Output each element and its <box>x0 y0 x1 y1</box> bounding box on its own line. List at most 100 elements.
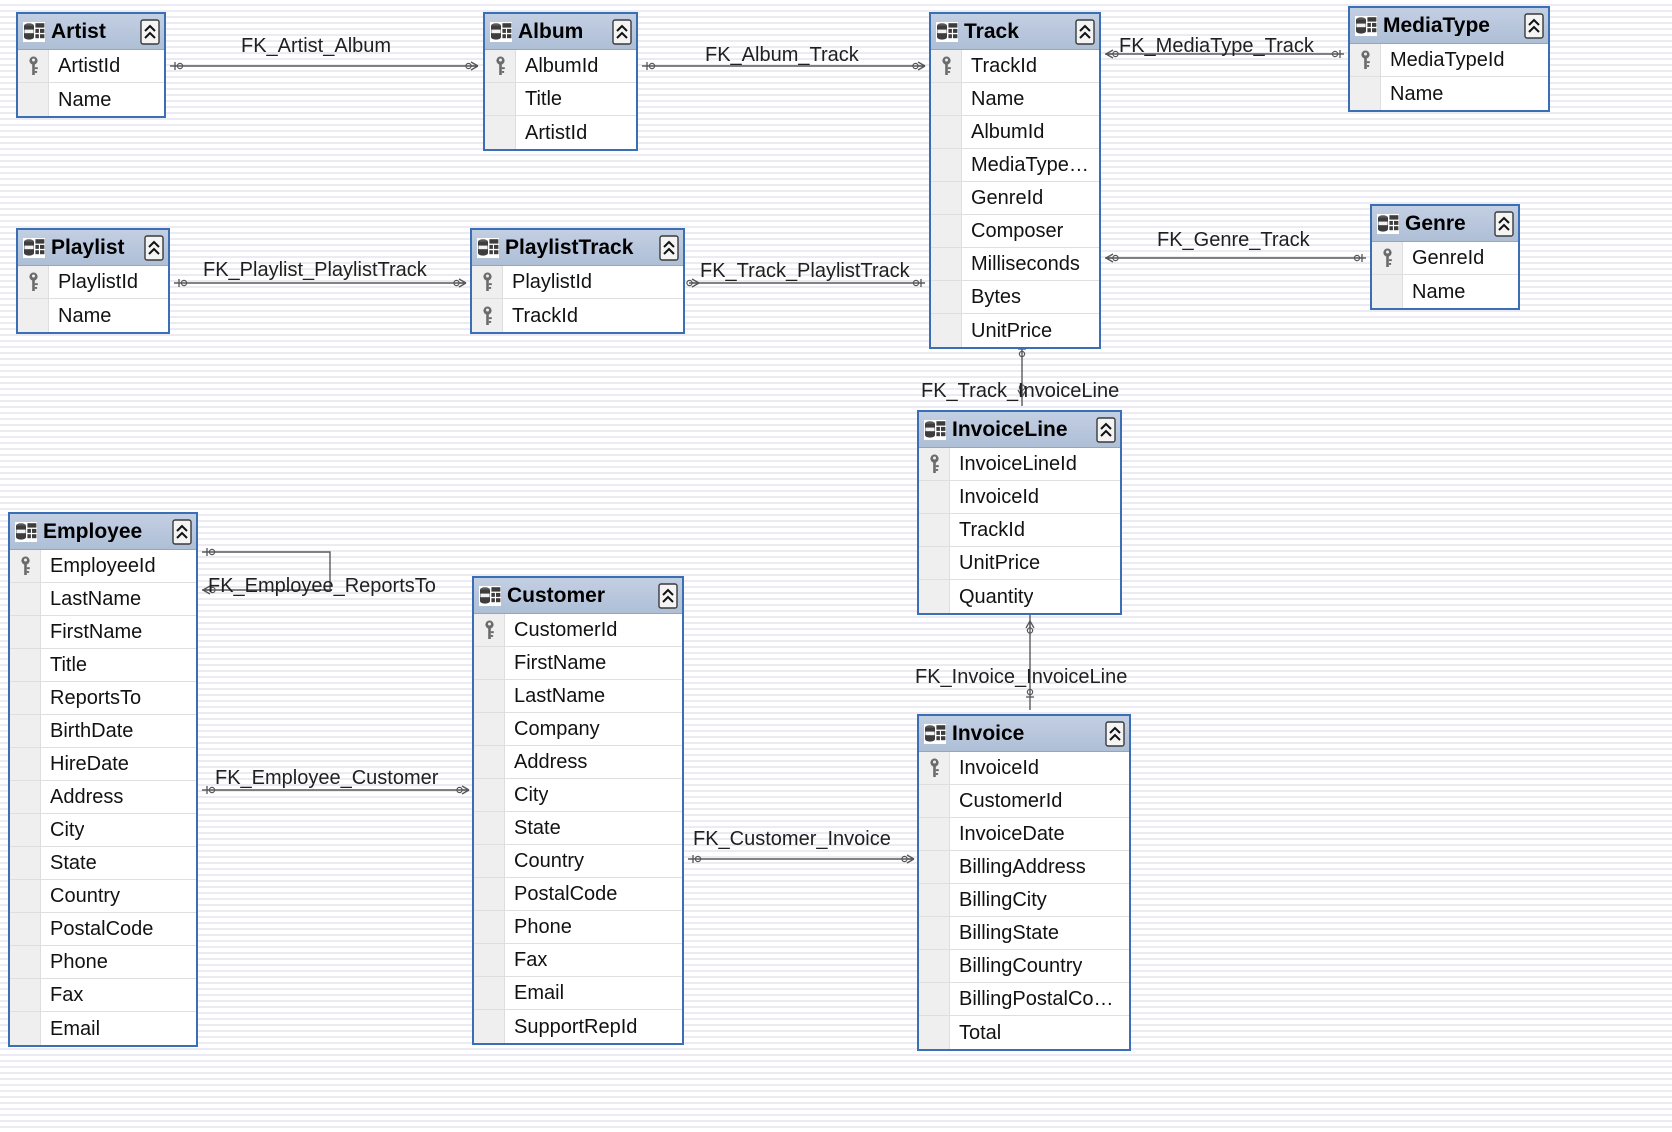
collapse-chevrons-icon[interactable] <box>136 18 160 45</box>
field-row[interactable]: Address <box>474 746 682 779</box>
field-row[interactable]: Name <box>931 83 1099 116</box>
field-row[interactable]: GenreId <box>1372 242 1518 275</box>
field-row[interactable]: PlaylistId <box>18 266 168 299</box>
field-row[interactable]: Bytes <box>931 281 1099 314</box>
field-row[interactable]: InvoiceLineId <box>919 448 1120 481</box>
entity-header-mediatype[interactable]: MediaType <box>1350 8 1548 44</box>
field-row[interactable]: State <box>10 847 196 880</box>
field-row[interactable]: PostalCode <box>474 878 682 911</box>
entity-table-playlisttrack[interactable]: PlaylistTrack PlaylistId TrackId <box>470 228 685 334</box>
field-row[interactable]: CustomerId <box>474 614 682 647</box>
field-row[interactable]: LastName <box>474 680 682 713</box>
field-row[interactable]: Title <box>485 83 636 116</box>
collapse-chevrons-icon[interactable] <box>1490 210 1514 237</box>
field-row[interactable]: UnitPrice <box>931 314 1099 347</box>
field-row[interactable]: SupportRepId <box>474 1010 682 1043</box>
collapse-chevrons-icon[interactable] <box>1071 18 1095 45</box>
field-row[interactable]: Fax <box>474 944 682 977</box>
entity-header-employee[interactable]: Employee <box>10 514 196 550</box>
field-row[interactable]: CustomerId <box>919 785 1129 818</box>
field-row[interactable]: BillingState <box>919 917 1129 950</box>
field-row[interactable]: Email <box>474 977 682 1010</box>
entity-header-customer[interactable]: Customer <box>474 578 682 614</box>
field-row[interactable]: PlaylistId <box>472 266 683 299</box>
field-row[interactable]: BillingPostalCo… <box>919 983 1129 1016</box>
field-row[interactable]: AlbumId <box>931 116 1099 149</box>
field-row[interactable]: BillingCountry <box>919 950 1129 983</box>
field-row[interactable]: Email <box>10 1012 196 1045</box>
field-row[interactable]: TrackId <box>931 50 1099 83</box>
collapse-chevrons-icon[interactable] <box>654 582 678 609</box>
field-row[interactable]: MediaTypeId <box>1350 44 1548 77</box>
field-row[interactable]: TrackId <box>919 514 1120 547</box>
field-row[interactable]: LastName <box>10 583 196 616</box>
field-row[interactable]: City <box>10 814 196 847</box>
field-row[interactable]: FirstName <box>474 647 682 680</box>
field-gutter <box>931 314 962 347</box>
field-row[interactable]: City <box>474 779 682 812</box>
field-row[interactable]: Name <box>1372 275 1518 308</box>
collapse-chevrons-icon[interactable] <box>608 18 632 45</box>
field-row[interactable]: ArtistId <box>18 50 164 83</box>
field-row[interactable]: UnitPrice <box>919 547 1120 580</box>
field-row[interactable]: Fax <box>10 979 196 1012</box>
entity-header-invoice[interactable]: Invoice <box>919 716 1129 752</box>
entity-header-playlist[interactable]: Playlist <box>18 230 168 266</box>
field-row[interactable]: BillingCity <box>919 884 1129 917</box>
field-row[interactable]: AlbumId <box>485 50 636 83</box>
field-row[interactable]: ReportsTo <box>10 682 196 715</box>
entity-header-genre[interactable]: Genre <box>1372 206 1518 242</box>
field-row[interactable]: Phone <box>10 946 196 979</box>
field-row[interactable]: State <box>474 812 682 845</box>
field-row[interactable]: Address <box>10 781 196 814</box>
field-row[interactable]: Name <box>18 83 164 116</box>
field-row[interactable]: EmployeeId <box>10 550 196 583</box>
field-row[interactable]: FirstName <box>10 616 196 649</box>
collapse-chevrons-icon[interactable] <box>1092 416 1116 443</box>
field-row[interactable]: Quantity <box>919 580 1120 613</box>
field-row[interactable]: PostalCode <box>10 913 196 946</box>
field-row[interactable]: Total <box>919 1016 1129 1049</box>
field-row[interactable]: GenreId <box>931 182 1099 215</box>
entity-header-album[interactable]: Album <box>485 14 636 50</box>
field-row[interactable]: Company <box>474 713 682 746</box>
field-row[interactable]: TrackId <box>472 299 683 332</box>
field-row[interactable]: HireDate <box>10 748 196 781</box>
collapse-chevrons-icon[interactable] <box>140 234 164 261</box>
field-row[interactable]: Milliseconds <box>931 248 1099 281</box>
field-row[interactable]: Name <box>18 299 168 332</box>
field-row[interactable]: BirthDate <box>10 715 196 748</box>
collapse-chevrons-icon[interactable] <box>1520 12 1544 39</box>
field-row[interactable]: MediaType… <box>931 149 1099 182</box>
field-row[interactable]: Composer <box>931 215 1099 248</box>
entity-header-playlisttrack[interactable]: PlaylistTrack <box>472 230 683 266</box>
entity-header-invoiceline[interactable]: InvoiceLine <box>919 412 1120 448</box>
field-row[interactable]: Name <box>1350 77 1548 110</box>
entity-header-track[interactable]: Track <box>931 14 1099 50</box>
collapse-chevrons-icon[interactable] <box>1101 720 1125 747</box>
field-row[interactable]: Phone <box>474 911 682 944</box>
field-row[interactable]: ArtistId <box>485 116 636 149</box>
entity-header-artist[interactable]: Artist <box>18 14 164 50</box>
field-row[interactable]: InvoiceId <box>919 481 1120 514</box>
field-row[interactable]: InvoiceId <box>919 752 1129 785</box>
field-row[interactable]: InvoiceDate <box>919 818 1129 851</box>
collapse-chevrons-icon[interactable] <box>168 518 192 545</box>
collapse-chevrons-icon[interactable] <box>655 234 679 261</box>
field-row[interactable]: BillingAddress <box>919 851 1129 884</box>
field-row[interactable]: Title <box>10 649 196 682</box>
field-gutter <box>919 547 950 579</box>
field-row[interactable]: Country <box>474 845 682 878</box>
field-row[interactable]: Country <box>10 880 196 913</box>
